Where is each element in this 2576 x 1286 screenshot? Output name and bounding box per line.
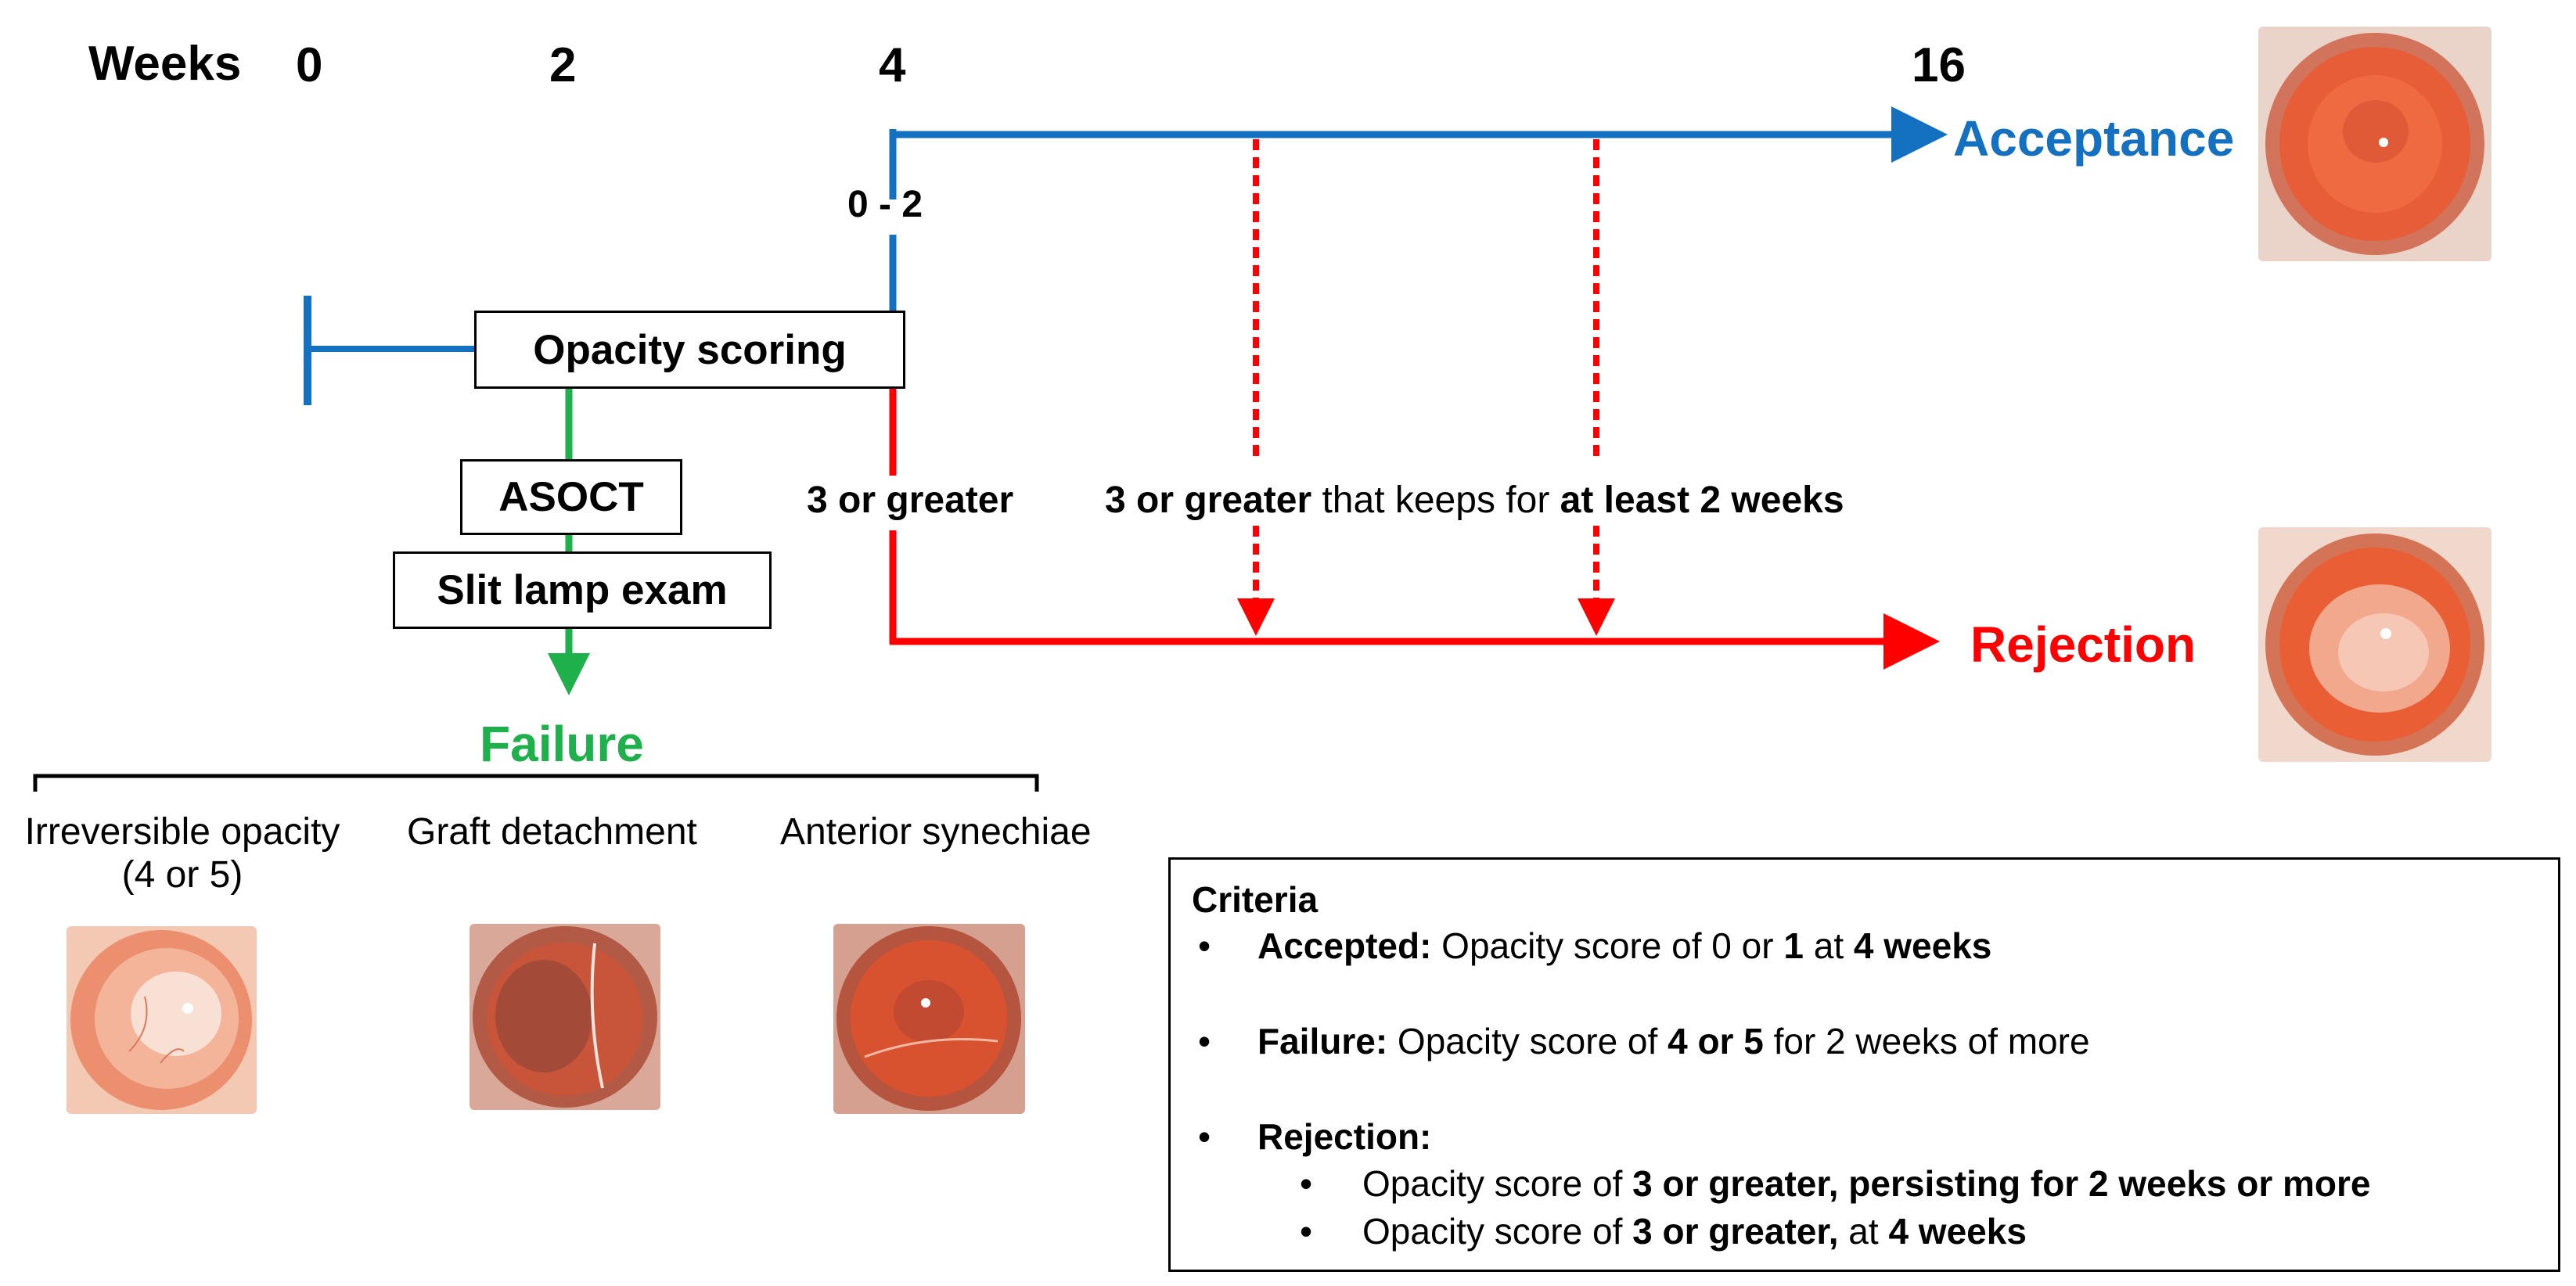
criteria-box: Criteria • Accepted: Opacity score of 0 …: [1168, 857, 2560, 1272]
criteria-rejection: Rejection:: [1257, 1116, 1432, 1157]
irreversible-opacity-eye-photo: [67, 926, 257, 1114]
graft-detachment-eye-photo: [470, 924, 660, 1110]
criteria-rejection-sub1: Opacity score of 3 or greater, persistin…: [1362, 1163, 2371, 1204]
week-tick-2: 2: [549, 38, 577, 92]
opacity-scoring-box: Opacity scoring: [474, 311, 905, 389]
threshold-label: 3 or greater: [807, 480, 1014, 521]
bullet-failure: •: [1198, 1021, 1211, 1061]
branch-range-label: 0 - 2: [847, 184, 923, 225]
criteria-failure: Failure: Opacity score of 4 or 5 for 2 w…: [1257, 1021, 2090, 1061]
week-tick-0: 0: [296, 38, 323, 92]
failure-outcome: Failure: [480, 716, 644, 772]
bullet-accepted: •: [1198, 925, 1211, 966]
bullet-rejection: •: [1198, 1116, 1211, 1157]
week-tick-4: 4: [879, 38, 906, 92]
rejection-eye-photo: [2258, 527, 2491, 762]
weeks-label: Weeks: [88, 37, 242, 91]
bullet-rejection-sub1: •: [1300, 1163, 1313, 1204]
sustained-label: 3 or greater that keeps for at least 2 w…: [1105, 480, 1844, 521]
anterior-synechiae-eye-photo: [833, 924, 1025, 1114]
criteria-rejection-sub2: Opacity score of 3 or greater, at 4 week…: [1362, 1211, 2027, 1252]
acceptance-eye-photo: [2258, 27, 2491, 261]
criteria-accepted: Accepted: Opacity score of 0 or 1 at 4 w…: [1257, 925, 1992, 966]
acceptance-outcome: Acceptance: [1953, 110, 2235, 167]
graft-detachment-caption: Graft detachment: [407, 811, 697, 853]
rejection-outcome: Rejection: [1970, 616, 2196, 673]
criteria-title: Criteria: [1192, 879, 1319, 920]
failure-bracket: [33, 774, 1039, 792]
bullet-rejection-sub2: •: [1300, 1211, 1313, 1252]
irreversible-opacity-caption: Irreversible opacity (4 or 5): [24, 811, 340, 896]
anterior-synechiae-caption: Anterior synechiae: [780, 811, 1092, 853]
asoct-box: ASOCT: [460, 459, 682, 535]
slit-lamp-box: Slit lamp exam: [393, 551, 772, 629]
week-tick-16: 16: [1912, 38, 1966, 92]
